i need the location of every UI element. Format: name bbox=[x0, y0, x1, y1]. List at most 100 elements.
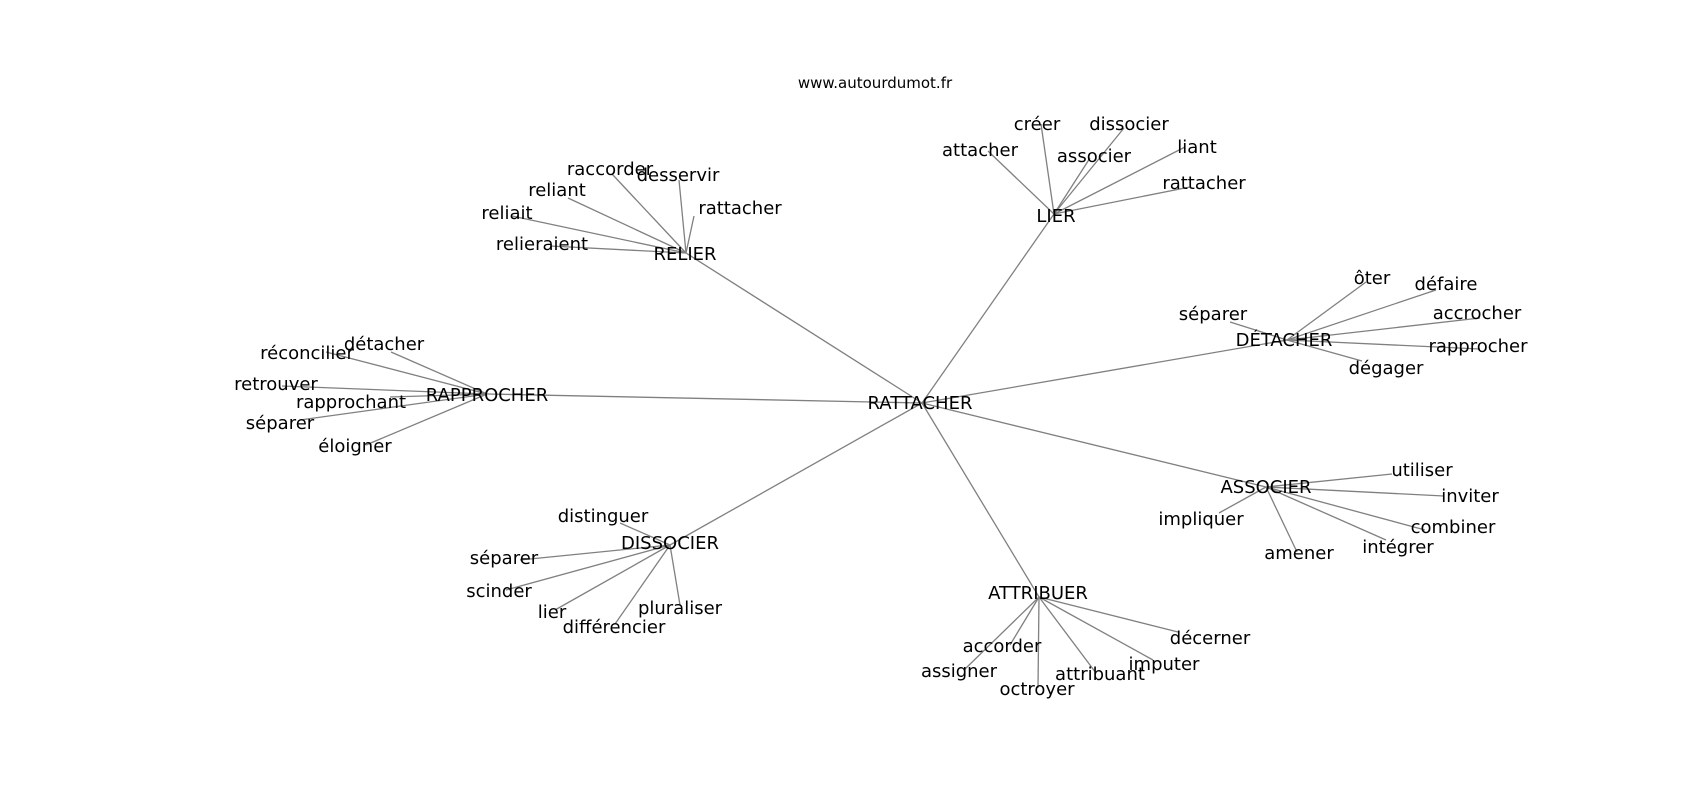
edge-associer-leaf bbox=[1265, 486, 1387, 541]
leaf-word-relier[interactable]: relieraient bbox=[496, 234, 588, 255]
edge-detacher-leaf bbox=[1286, 317, 1481, 341]
edge-relier-leaf bbox=[549, 245, 687, 254]
edge-associer-leaf bbox=[1265, 486, 1426, 531]
leaf-word-detacher[interactable]: dégager bbox=[1349, 358, 1424, 379]
leaf-word-detacher[interactable]: ôter bbox=[1354, 268, 1391, 289]
edge-associer-leaf bbox=[1265, 486, 1298, 553]
leaf-word-lier[interactable]: associer bbox=[1057, 146, 1132, 167]
leaf-word-relier[interactable]: reliant bbox=[528, 180, 586, 201]
edge-lier-leaf bbox=[1040, 123, 1055, 215]
leaf-word-rapprocher[interactable]: réconcilier bbox=[260, 343, 354, 364]
cluster-node-dissocier[interactable]: DISSOCIER bbox=[621, 533, 719, 554]
edge-associer-leaf bbox=[1218, 486, 1267, 514]
leaf-word-attribuer[interactable]: attribuant bbox=[1055, 664, 1145, 685]
source-label: www.autourdumot.fr bbox=[798, 74, 953, 92]
leaf-word-rapprocher[interactable]: séparer bbox=[246, 413, 315, 434]
leaf-word-rapprocher[interactable]: détacher bbox=[344, 334, 425, 355]
leaf-word-detacher[interactable]: séparer bbox=[1179, 304, 1248, 325]
leaf-word-attribuer[interactable]: décerner bbox=[1170, 628, 1251, 649]
cluster-node-detacher[interactable]: DÉTACHER bbox=[1236, 329, 1333, 351]
edge-associer-leaf bbox=[1265, 486, 1445, 497]
edge-relier-leaf bbox=[567, 197, 687, 254]
cluster-node-attribuer[interactable]: ATTRIBUER bbox=[988, 583, 1088, 604]
leaf-word-associer[interactable]: inviter bbox=[1441, 486, 1499, 507]
leaf-word-relier[interactable]: desservir bbox=[637, 165, 720, 186]
edge-center-associer bbox=[921, 402, 1267, 488]
leaf-word-rapprocher[interactable]: rapprochant bbox=[296, 392, 406, 413]
leaf-word-associer[interactable]: utiliser bbox=[1391, 460, 1453, 481]
edge-attribuer-leaf bbox=[1038, 596, 1179, 633]
leaf-word-rapprocher[interactable]: éloigner bbox=[318, 436, 392, 457]
leaf-word-rapprocher[interactable]: retrouver bbox=[234, 374, 318, 395]
leaf-word-attribuer[interactable]: imputer bbox=[1129, 654, 1201, 675]
leaf-word-dissocier[interactable]: pluraliser bbox=[638, 598, 723, 619]
leaf-word-attribuer[interactable]: octroyer bbox=[999, 679, 1075, 700]
leaf-word-dissocier[interactable]: lier bbox=[538, 602, 567, 623]
leaf-word-lier[interactable]: liant bbox=[1177, 137, 1217, 158]
edge-dissocier-leaf bbox=[619, 522, 671, 546]
edge-detacher-leaf bbox=[1286, 339, 1481, 350]
leaf-word-attribuer[interactable]: assigner bbox=[921, 661, 998, 682]
leaf-word-lier[interactable]: rattacher bbox=[1162, 173, 1246, 194]
graph-edges bbox=[281, 123, 1481, 689]
edge-relier-leaf bbox=[611, 173, 687, 254]
leaf-word-associer[interactable]: amener bbox=[1264, 543, 1334, 564]
edge-relier-leaf bbox=[678, 179, 687, 254]
edge-center-rapprocher bbox=[486, 393, 923, 404]
edge-detacher-leaf bbox=[1286, 289, 1437, 341]
edge-center-relier bbox=[685, 252, 923, 404]
edge-attribuer-leaf bbox=[963, 596, 1040, 671]
leaf-word-dissocier[interactable]: séparer bbox=[470, 548, 539, 569]
leaf-word-lier[interactable]: attacher bbox=[942, 140, 1019, 161]
edge-attribuer-leaf bbox=[1038, 596, 1154, 661]
edge-attribuer-leaf bbox=[1038, 596, 1097, 674]
cluster-node-associer[interactable]: ASSOCIER bbox=[1220, 477, 1311, 498]
leaf-word-associer[interactable]: impliquer bbox=[1158, 509, 1244, 530]
edge-lier-leaf bbox=[1053, 146, 1186, 215]
edge-lier-leaf bbox=[1053, 157, 1091, 215]
edge-rapprocher-leaf bbox=[365, 393, 488, 446]
leaf-word-detacher[interactable]: accrocher bbox=[1433, 303, 1522, 324]
edge-dissocier-leaf bbox=[505, 544, 671, 591]
edge-rapprocher-leaf bbox=[325, 351, 488, 395]
leaf-word-lier[interactable]: dissocier bbox=[1089, 114, 1169, 135]
edge-associer-leaf bbox=[1265, 473, 1393, 488]
leaf-word-detacher[interactable]: rapprocher bbox=[1428, 336, 1528, 357]
edge-detacher-leaf bbox=[1286, 281, 1367, 341]
leaf-word-relier[interactable]: reliait bbox=[481, 203, 532, 224]
edge-lier-leaf bbox=[1053, 127, 1125, 215]
edge-attribuer-leaf bbox=[1037, 596, 1040, 689]
edge-center-detacher bbox=[921, 339, 1288, 404]
center-node[interactable]: RATTACHER bbox=[868, 393, 973, 414]
edge-center-dissocier bbox=[669, 402, 923, 546]
edge-center-lier bbox=[921, 213, 1055, 404]
edge-detacher-leaf bbox=[1286, 339, 1363, 362]
cluster-node-lier[interactable]: LIER bbox=[1036, 206, 1075, 227]
leaf-word-associer[interactable]: combiner bbox=[1411, 517, 1496, 538]
edge-rapprocher-leaf bbox=[390, 351, 488, 395]
leaf-word-relier[interactable]: raccorder bbox=[567, 159, 654, 180]
edge-attribuer-leaf bbox=[1009, 596, 1040, 646]
edge-rapprocher-leaf bbox=[389, 393, 488, 398]
leaf-word-detacher[interactable]: défaire bbox=[1415, 274, 1478, 295]
leaf-word-relier[interactable]: rattacher bbox=[698, 198, 782, 219]
cluster-node-relier[interactable]: RELIER bbox=[653, 244, 716, 265]
edge-dissocier-leaf bbox=[519, 544, 671, 561]
leaf-word-dissocier[interactable]: scinder bbox=[466, 581, 532, 602]
leaf-word-attribuer[interactable]: accorder bbox=[963, 636, 1042, 657]
edge-lier-leaf bbox=[1053, 186, 1191, 215]
leaf-word-dissocier[interactable]: distinguer bbox=[558, 506, 649, 527]
edge-rapprocher-leaf bbox=[299, 393, 488, 421]
edge-lier-leaf bbox=[987, 150, 1055, 215]
leaf-word-associer[interactable]: intégrer bbox=[1362, 537, 1434, 558]
edge-dissocier-leaf bbox=[554, 544, 671, 611]
edge-center-attribuer bbox=[921, 402, 1040, 598]
leaf-word-lier[interactable]: créer bbox=[1014, 114, 1061, 135]
edge-relier-leaf bbox=[511, 215, 687, 254]
cluster-node-rapprocher[interactable]: RAPPROCHER bbox=[426, 385, 548, 406]
edge-relier-leaf bbox=[685, 215, 695, 254]
leaf-word-dissocier[interactable]: différencier bbox=[563, 617, 666, 638]
edge-detacher-leaf bbox=[1229, 321, 1288, 341]
